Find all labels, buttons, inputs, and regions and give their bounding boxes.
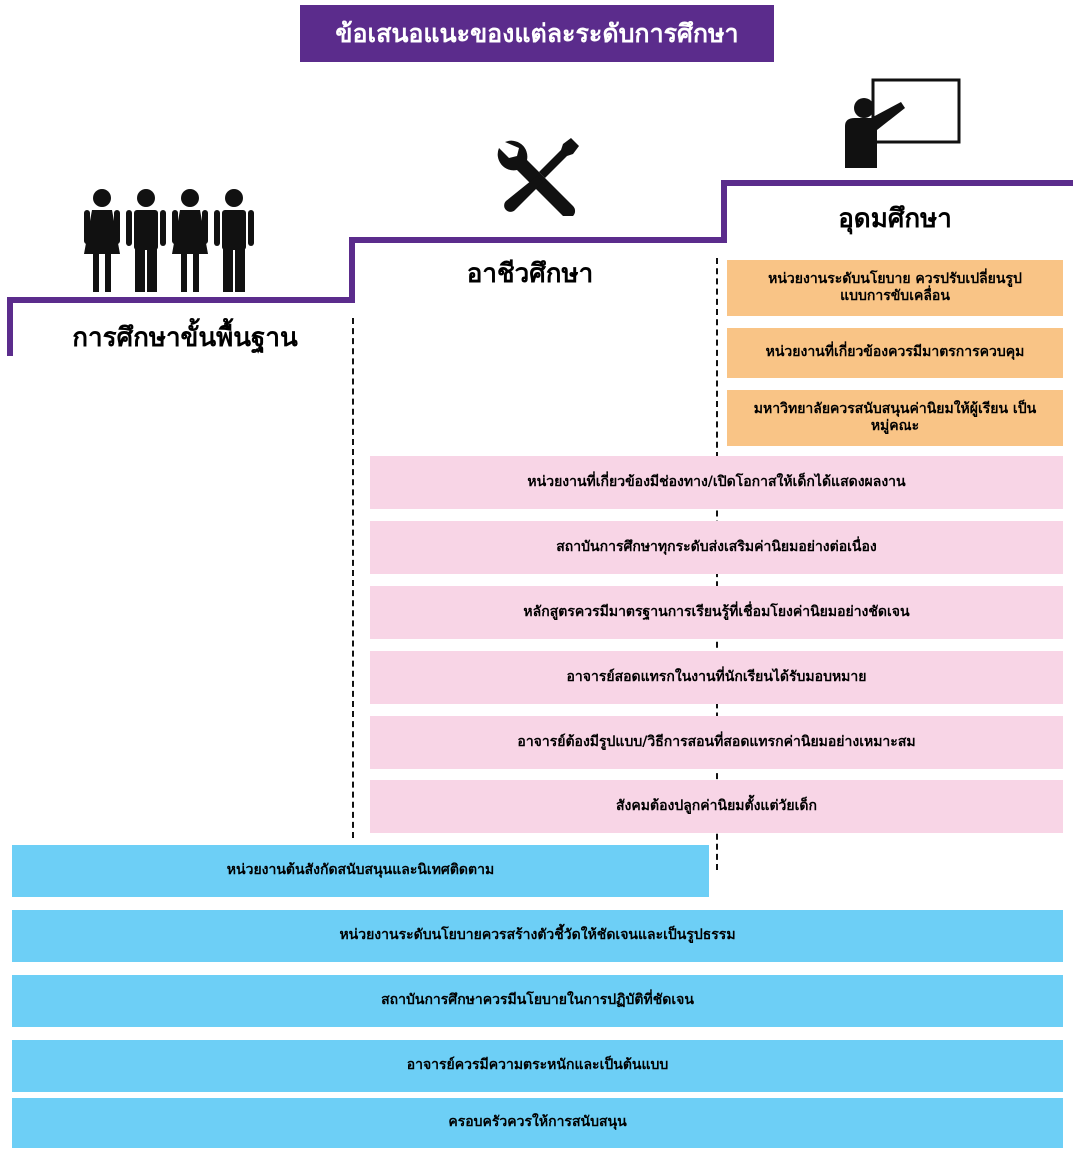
vocational-item-text: อาจารย์สอดแทรกในงานที่นักเรียนได้รับมอบห… xyxy=(566,668,867,685)
vocational-item-text: สถาบันการศึกษาทุกระดับส่งเสริมค่านิยมอย่… xyxy=(556,538,877,555)
stage-label-vocational: อาชีวศึกษา xyxy=(466,259,594,289)
vocational-item-text: สังคมต้องปลูกค่านิยมตั้งแต่วัยเด็ก xyxy=(616,797,817,814)
higher-item: มหาวิทยาลัยควรสนับสนุนค่านิยมให้ผู้เรียน… xyxy=(727,390,1063,446)
teacher-board-icon xyxy=(845,78,961,168)
basic-item-text: อาจารย์ควรมีความตระหนักและเป็นต้นแบบ xyxy=(406,1057,669,1074)
vocational-item-text: อาจารย์ต้องมีรูปแบบ/วิธีการสอนที่สอดแทรก… xyxy=(517,733,916,750)
stage-label-higher: อุดมศึกษา xyxy=(838,204,952,234)
divider-vocational-higher xyxy=(716,258,718,458)
basic-item-text: สถาบันการศึกษาควรมีนโยบายในการปฏิบัติที่… xyxy=(381,992,694,1009)
vocational-item: หน่วยงานที่เกี่ยวข้องมีช่องทาง/เปิดโอกาส… xyxy=(370,456,1063,509)
vocational-item: สถาบันการศึกษาทุกระดับส่งเสริมค่านิยมอย่… xyxy=(370,521,1063,574)
basic-item: ครอบครัวควรให้การสนับสนุน xyxy=(12,1098,1063,1148)
people-icon xyxy=(84,189,254,292)
vocational-item: อาจารย์สอดแทรกในงานที่นักเรียนได้รับมอบห… xyxy=(370,651,1063,704)
page-title: ข้อเสนอแนะของแต่ละระดับการศึกษา xyxy=(335,18,739,48)
higher-item: หน่วยงานที่เกี่ยวข้องควรมีมาตรการควบคุม xyxy=(727,328,1063,378)
vocational-item-text: หลักสูตรควรมีมาตรฐานการเรียนรู้ที่เชื่อม… xyxy=(523,603,910,620)
higher-item: หน่วยงานระดับนโยบาย ควรปรับเปลี่ยนรูปแบบ… xyxy=(727,260,1063,316)
higher-item-text: หน่วยงานที่เกี่ยวข้องควรมีมาตรการควบคุม xyxy=(765,344,1025,361)
basic-item-text: ครอบครัวควรให้การสนับสนุน xyxy=(448,1114,627,1131)
vocational-item: หลักสูตรควรมีมาตรฐานการเรียนรู้ที่เชื่อม… xyxy=(370,586,1063,639)
basic-item: อาจารย์ควรมีความตระหนักและเป็นต้นแบบ xyxy=(12,1040,1063,1092)
basic-item-text: หน่วยงานต้นสังกัดสนับสนุนและนิเทศติดตาม xyxy=(226,862,495,879)
tools-icon xyxy=(497,138,579,216)
vocational-item-text: หน่วยงานที่เกี่ยวข้องมีช่องทาง/เปิดโอกาส… xyxy=(527,473,906,490)
title-banner: ข้อเสนอแนะของแต่ละระดับการศึกษา xyxy=(300,5,774,62)
stage-label-basic: การศึกษาขั้นพื้นฐาน xyxy=(72,323,298,353)
basic-item: หน่วยงานระดับนโยบายควรสร้างตัวชี้วัดให้ช… xyxy=(12,910,1063,962)
basic-item-text: หน่วยงานระดับนโยบายควรสร้างตัวชี้วัดให้ช… xyxy=(339,927,736,944)
basic-item: หน่วยงานต้นสังกัดสนับสนุนและนิเทศติดตาม xyxy=(12,845,709,897)
higher-item-text: มหาวิทยาลัยควรสนับสนุนค่านิยมให้ผู้เรียน… xyxy=(753,400,1037,435)
higher-item-text: หน่วยงานระดับนโยบาย ควรปรับเปลี่ยนรูปแบบ… xyxy=(768,270,1022,305)
vocational-item: สังคมต้องปลูกค่านิยมตั้งแต่วัยเด็ก xyxy=(370,780,1063,833)
divider-basic-vocational xyxy=(352,318,354,838)
vocational-item: อาจารย์ต้องมีรูปแบบ/วิธีการสอนที่สอดแทรก… xyxy=(370,716,1063,769)
basic-item: สถาบันการศึกษาควรมีนโยบายในการปฏิบัติที่… xyxy=(12,975,1063,1027)
